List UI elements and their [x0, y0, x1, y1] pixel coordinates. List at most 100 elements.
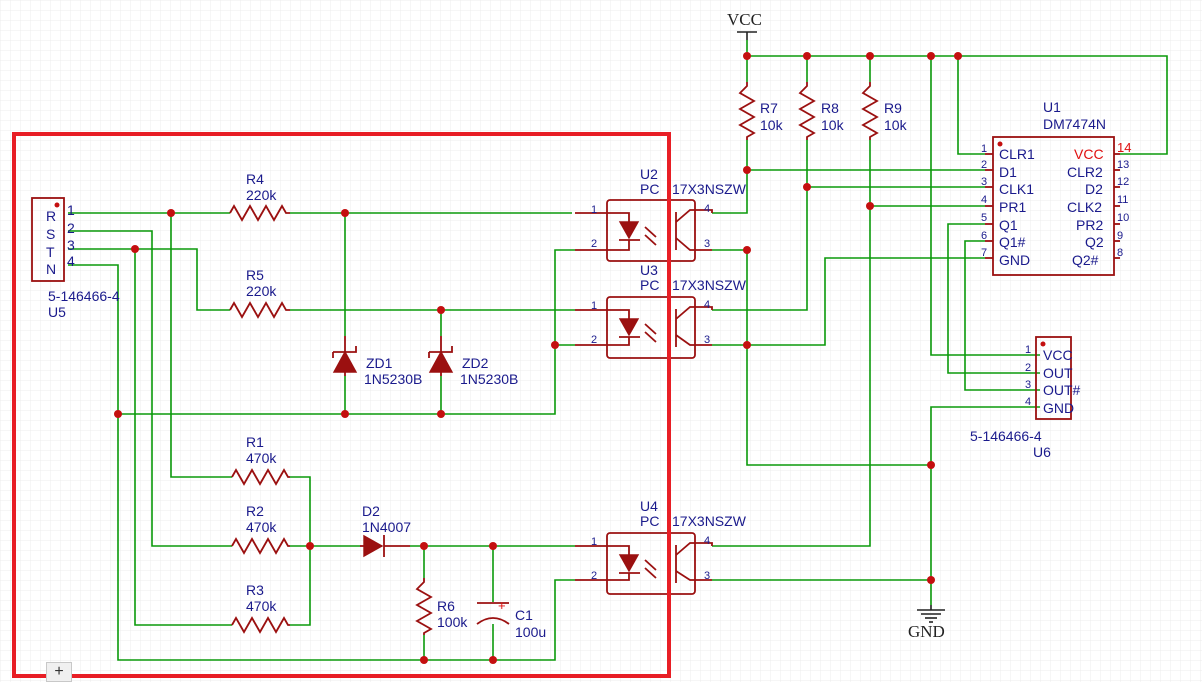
zener-zd2[interactable]: ZD2 1N5230B	[428, 336, 518, 387]
u2-pin3: 3	[704, 238, 710, 250]
u4-pin1: 1	[591, 536, 597, 548]
svg-text:3: 3	[1025, 379, 1031, 391]
u1-ref: U1	[1043, 99, 1061, 115]
resistor-r6[interactable]: R6 100k	[415, 578, 468, 635]
optocoupler-u2[interactable]: 1 2 3 4 U2 PC 17X3NSZW	[575, 166, 747, 262]
connector-u5[interactable]: R S T N 1 2 3 4 5-146466-4 U5	[31, 197, 120, 320]
u1-pin-pr2: PR2	[1076, 217, 1103, 233]
u4-pin3: 3	[704, 570, 710, 582]
diode-d2[interactable]: D2 1N4007	[360, 503, 411, 558]
r7-ref: R7	[760, 100, 778, 116]
svg-text:1: 1	[981, 143, 987, 155]
resistor-r2[interactable]: R2 470k	[231, 503, 290, 555]
resistor-r5[interactable]: R5 220k	[229, 267, 290, 319]
u5-letter-n: N	[46, 261, 56, 277]
r1-value: 470k	[246, 450, 277, 466]
svg-text:1: 1	[1025, 344, 1031, 356]
zd1-value: 1N5230B	[364, 371, 422, 387]
u5-letter-t: T	[46, 244, 55, 260]
u1-part: DM7474N	[1043, 116, 1106, 132]
optocoupler-u4[interactable]: 1 2 3 4 U4 PC 17X3NSZW	[575, 498, 747, 595]
svg-text:8: 8	[1117, 247, 1123, 259]
add-sheet-button[interactable]: +	[46, 662, 72, 682]
capacitor-c1[interactable]: + C1 100u	[476, 598, 546, 640]
zener-zd1[interactable]: ZD1 1N5230B	[332, 336, 422, 387]
u6-part: 5-146466-4	[970, 428, 1042, 444]
r5-value: 220k	[246, 283, 277, 299]
r8-value: 10k	[821, 117, 845, 133]
u1-pin-vcc: VCC	[1074, 146, 1104, 162]
d2-ref: D2	[362, 503, 380, 519]
vcc-label: VCC	[727, 10, 762, 29]
u6-out: OUT	[1043, 365, 1073, 381]
u6-designator: U6	[1033, 444, 1051, 460]
r3-value: 470k	[246, 598, 277, 614]
u2-prefix: PC	[640, 181, 659, 197]
u6-outn: OUT#	[1043, 382, 1081, 398]
u5-letter-r: R	[46, 208, 56, 224]
r2-value: 470k	[246, 519, 277, 535]
svg-text:7: 7	[981, 247, 987, 259]
svg-text:4: 4	[1025, 396, 1031, 408]
u5-pin-2: 2	[67, 220, 75, 236]
resistor-r9[interactable]: R9 10k	[861, 82, 908, 140]
u5-pin-1: 1	[67, 202, 75, 218]
u2-pin1: 1	[591, 204, 597, 216]
u4-pin4: 4	[704, 535, 710, 547]
resistor-r1[interactable]: R1 470k	[231, 434, 290, 486]
u5-pin-3: 3	[67, 237, 75, 253]
gnd-symbol[interactable]: GND	[908, 605, 945, 641]
u1-pin-clk1: CLK1	[999, 181, 1034, 197]
svg-text:14: 14	[1117, 140, 1131, 155]
resistor-r4[interactable]: R4 220k	[229, 171, 290, 222]
svg-text:6: 6	[981, 230, 987, 242]
zd1-ref: ZD1	[366, 355, 393, 371]
c1-ref: C1	[515, 607, 533, 623]
u4-pin2: 2	[591, 570, 597, 582]
u5-part: 5-146466-4	[48, 288, 120, 304]
u5-pin-4: 4	[67, 253, 75, 269]
connector-u6[interactable]: 1 2 3 4 VCC OUT OUT# GND 5-146466-4 U6	[970, 336, 1081, 460]
r4-value: 220k	[246, 187, 277, 203]
vcc-symbol[interactable]: VCC	[727, 10, 762, 40]
zd2-value: 1N5230B	[460, 371, 518, 387]
junctions	[114, 52, 962, 664]
svg-text:2: 2	[981, 159, 987, 171]
r5-ref: R5	[246, 267, 264, 283]
gnd-label: GND	[908, 622, 945, 641]
u1-pin-d2: D2	[1085, 181, 1103, 197]
u2-pin4: 4	[704, 203, 710, 215]
r1-ref: R1	[246, 434, 264, 450]
u4-ref: U4	[640, 498, 658, 514]
r9-ref: R9	[884, 100, 902, 116]
u1-pin-q2: Q2	[1085, 234, 1104, 250]
resistor-r7[interactable]: R7 10k	[738, 82, 784, 140]
resistor-r8[interactable]: R8 10k	[798, 82, 845, 140]
u1-pin-d1: D1	[999, 164, 1017, 180]
svg-text:12: 12	[1117, 176, 1129, 188]
r6-ref: R6	[437, 598, 455, 614]
u3-pin2: 2	[591, 334, 597, 346]
r3-ref: R3	[246, 582, 264, 598]
u3-pin4: 4	[704, 299, 710, 311]
svg-text:2: 2	[1025, 362, 1031, 374]
u5-designator: U5	[48, 304, 66, 320]
r7-value: 10k	[760, 117, 784, 133]
u1-pin-clk2: CLK2	[1067, 199, 1102, 215]
zd2-ref: ZD2	[462, 355, 489, 371]
u2-ref: U2	[640, 166, 658, 182]
r8-ref: R8	[821, 100, 839, 116]
u1-pin-q1: Q1	[999, 217, 1018, 233]
svg-text:4: 4	[981, 194, 987, 206]
resistor-r3[interactable]: R3 470k	[231, 582, 290, 634]
r9-value: 10k	[884, 117, 908, 133]
u6-vcc: VCC	[1043, 347, 1073, 363]
selection-rectangle[interactable]	[12, 132, 671, 678]
optocoupler-u3[interactable]: 1 2 3 4 U3 PC 17X3NSZW	[575, 262, 747, 359]
u1-pin-pr1: PR1	[999, 199, 1026, 215]
u1-pin-clr2: CLR2	[1067, 164, 1103, 180]
